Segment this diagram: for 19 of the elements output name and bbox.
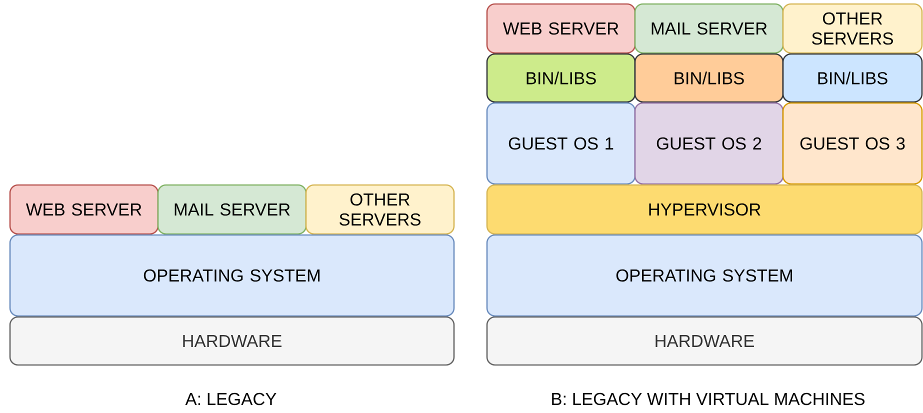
layer-box: HARDWARE bbox=[486, 316, 923, 366]
caption: A: LEGACY bbox=[185, 392, 276, 406]
server-box: OTHER SERVERS bbox=[782, 3, 923, 54]
layer-box: HARDWARE bbox=[9, 316, 455, 366]
layer-box: OPERATING SYSTEM bbox=[9, 234, 455, 317]
server-box: OTHER SERVERS bbox=[305, 184, 455, 235]
guest-os-box: GUEST OS 1 bbox=[486, 102, 636, 185]
server-box: MAIL SERVER bbox=[157, 184, 307, 235]
library-box: BIN/LIBS bbox=[782, 53, 923, 103]
library-box: BIN/LIBS bbox=[486, 53, 636, 103]
layer-box: OPERATING SYSTEM bbox=[486, 234, 923, 317]
server-box: WEB SERVER bbox=[486, 3, 636, 54]
caption: B: LEGACY WITH VIRTUAL MACHINES bbox=[552, 392, 864, 406]
guest-os-box: GUEST OS 3 bbox=[782, 102, 923, 185]
layer-box: HYPERVISOR bbox=[486, 184, 923, 235]
library-box: BIN/LIBS bbox=[634, 53, 784, 103]
guest-os-box: GUEST OS 2 bbox=[634, 102, 784, 185]
server-box: WEB SERVER bbox=[9, 184, 159, 235]
server-box: MAIL SERVER bbox=[634, 3, 784, 54]
